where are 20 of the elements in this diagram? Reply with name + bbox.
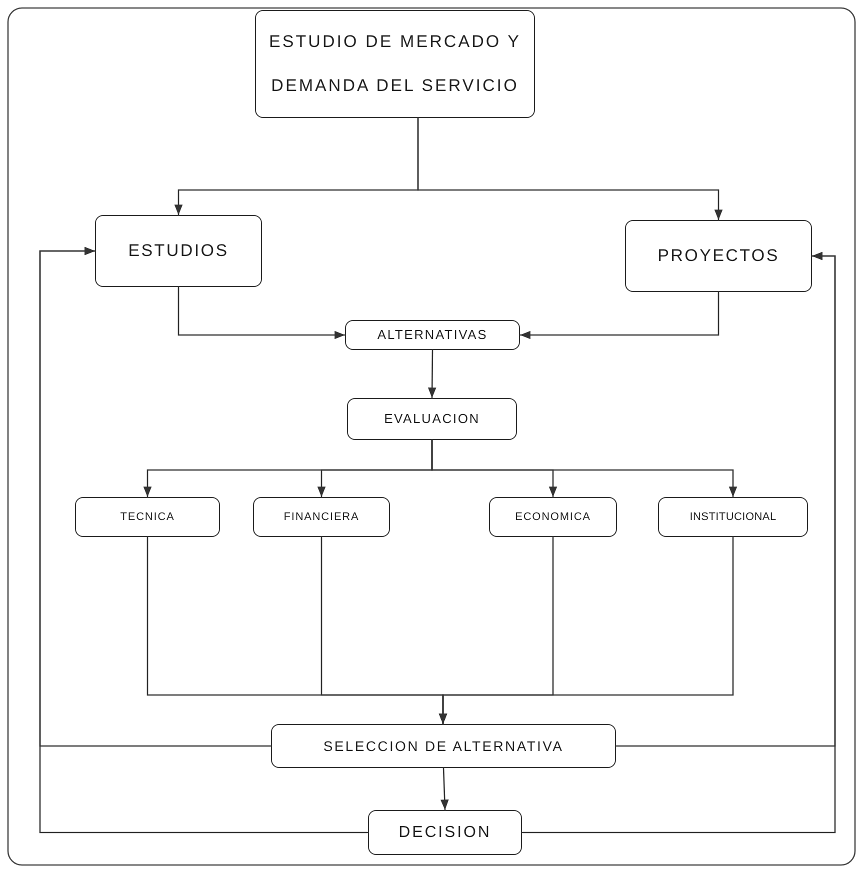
arrow bbox=[428, 350, 436, 398]
process-box: PROYECTOS bbox=[625, 220, 812, 292]
process-box: ESTUDIO DE MERCADO Y DEMANDA DEL SERVICIO bbox=[255, 10, 535, 118]
arrow bbox=[522, 252, 836, 834]
process-box: TECNICA bbox=[75, 497, 220, 537]
process-box: ECONOMICA bbox=[489, 497, 617, 537]
arrow bbox=[440, 768, 449, 810]
process-box: ALTERNATIVAS bbox=[345, 320, 520, 350]
process-box: SELECCION DE ALTERNATIVA bbox=[271, 724, 616, 768]
arrow bbox=[417, 118, 723, 220]
arrow bbox=[39, 246, 368, 834]
process-box: EVALUACION bbox=[347, 398, 517, 440]
process-box: DECISION bbox=[368, 810, 522, 855]
process-box: INSTITUCIONAL bbox=[658, 497, 808, 537]
process-box: ESTUDIOS bbox=[95, 215, 262, 287]
process-box: FINANCIERA bbox=[253, 497, 390, 537]
arrow bbox=[178, 287, 345, 340]
arrow bbox=[520, 292, 720, 340]
arrow bbox=[438, 537, 734, 724]
arrow bbox=[431, 440, 738, 497]
